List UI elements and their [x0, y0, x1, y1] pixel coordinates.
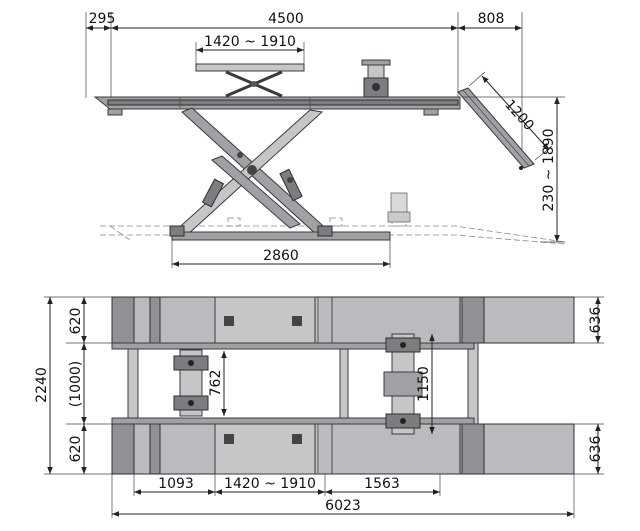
cross-members [111, 342, 479, 425]
dim-platform-length: 4500 [268, 11, 304, 27]
dim-overall-length: 6023 [325, 498, 361, 514]
secondary-lift-dimension: 1420 ~ 1910 [195, 34, 305, 66]
dim-ramp-length: 1200 [501, 97, 537, 134]
dim-jack-travel: 762 [208, 370, 224, 397]
dim-inner-gap: (1000) [68, 361, 84, 408]
height-dimension: 230 ~ 1890 [462, 96, 565, 243]
left-sliding-jack [173, 349, 209, 417]
base-dimension: 2860 [171, 240, 391, 268]
raised-platform [93, 96, 461, 116]
top-dimension-chain: 295 4500 808 [85, 11, 523, 160]
inner-dimensions: 762 1150 [208, 334, 435, 434]
dim-front-section: 1093 [158, 476, 194, 492]
left-dimensions: 2240 620 (1000) 620 [34, 296, 112, 475]
dim-ramp-width-top: 636 [588, 307, 604, 334]
side-view: 295 4500 808 1420 ~ 1910 [85, 11, 566, 268]
bottom-runway [111, 423, 575, 475]
dim-rear-section: 1563 [364, 476, 400, 492]
dim-height-range: 230 ~ 1890 [541, 129, 557, 212]
scissor-mechanism [173, 107, 331, 237]
secondary-jack [195, 63, 305, 98]
top-view: 2240 620 (1000) 620 [34, 296, 604, 518]
bottom-dimension-chain: 1093 1420 ~ 1910 1563 6023 [111, 474, 575, 518]
right-sliding-jack [383, 333, 423, 435]
dim-runway-span: 1150 [416, 366, 432, 402]
base-frame [169, 225, 391, 241]
dim-runway-width-left-top: 620 [68, 308, 84, 335]
ramp-width-dimensions: 636 636 [574, 296, 604, 475]
dim-secondary-lift-range: 1420 ~ 1910 [204, 34, 296, 50]
dim-runway-width-left-bottom: 620 [68, 436, 84, 463]
dim-rear-extension: 808 [478, 11, 505, 27]
dim-ramp-width-bottom: 636 [588, 436, 604, 463]
dim-overall-width: 2240 [34, 367, 50, 403]
dim-front-overhang: 295 [89, 11, 116, 27]
lowered-jack-outline [387, 192, 411, 223]
top-runway [111, 296, 575, 344]
deck-jack [361, 59, 391, 98]
dim-jack-range: 1420 ~ 1910 [224, 476, 316, 492]
dim-base-length: 2860 [263, 248, 299, 264]
